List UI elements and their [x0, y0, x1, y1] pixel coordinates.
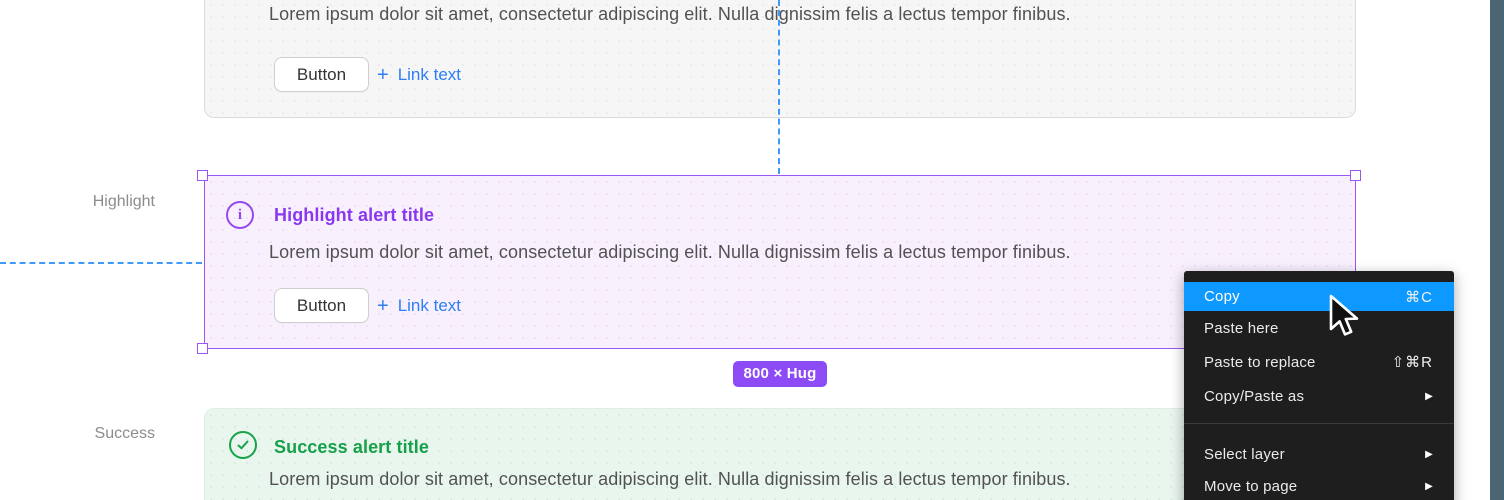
- menu-item-copy-paste-as[interactable]: Copy/Paste as ▶: [1204, 387, 1433, 405]
- submenu-arrow-icon: ▶: [1425, 480, 1433, 492]
- selection-size-badge: 800 × Hug: [733, 361, 827, 387]
- selection-handle-top-right[interactable]: [1350, 170, 1361, 181]
- alert-body-text: Lorem ipsum dolor sit amet, consectetur …: [269, 469, 1071, 489]
- right-panel-strip: [1490, 0, 1504, 500]
- menu-item-copy[interactable]: Copy ⌘C: [1184, 282, 1454, 311]
- menu-item-select-layer[interactable]: Select layer ▶: [1204, 445, 1433, 463]
- alert-link-label: Link text: [397, 64, 461, 84]
- check-circle-icon: [229, 431, 257, 459]
- plus-icon: +: [377, 63, 389, 86]
- alert-body-text: Lorem ipsum dolor sit amet, consectetur …: [269, 242, 1071, 262]
- alert-card-highlight[interactable]: i Highlight alert title Lorem ipsum dolo…: [204, 175, 1356, 349]
- alert-link-label: Link text: [397, 295, 461, 315]
- selection-handle-top-left[interactable]: [197, 170, 208, 181]
- alert-body-text: Lorem ipsum dolor sit amet, consectetur …: [269, 4, 1071, 24]
- alert-card-success[interactable]: Success alert title Lorem ipsum dolor si…: [204, 408, 1356, 500]
- side-label-highlight: Highlight: [92, 193, 155, 210]
- horizontal-alignment-guide: [0, 262, 202, 264]
- alert-link[interactable]: + Link text: [377, 288, 461, 323]
- submenu-arrow-icon: ▶: [1425, 448, 1433, 460]
- menu-item-move-to-page[interactable]: Move to page ▶: [1204, 477, 1433, 495]
- alert-title: Highlight alert title: [274, 205, 435, 225]
- alert-link[interactable]: + Link text: [377, 57, 461, 92]
- alert-card-default[interactable]: Lorem ipsum dolor sit amet, consectetur …: [204, 0, 1356, 118]
- context-menu: Copy ⌘C Paste here Paste to replace ⇧⌘R …: [1184, 271, 1454, 500]
- menu-item-paste-here[interactable]: Paste here: [1204, 319, 1279, 337]
- alert-button[interactable]: Button: [274, 57, 369, 92]
- info-circle-icon: i: [226, 201, 254, 229]
- plus-icon: +: [377, 294, 389, 317]
- menu-item-paste-to-replace[interactable]: Paste to replace ⇧⌘R: [1204, 353, 1433, 372]
- vertical-alignment-guide: [778, 0, 780, 174]
- alert-button[interactable]: Button: [274, 288, 369, 323]
- menu-separator: [1184, 423, 1454, 424]
- mouse-cursor-icon: [1325, 294, 1359, 343]
- alert-title: Success alert title: [274, 437, 429, 457]
- submenu-arrow-icon: ▶: [1425, 390, 1433, 402]
- selection-handle-bottom-left[interactable]: [197, 343, 208, 354]
- side-label-success: Success: [94, 425, 155, 442]
